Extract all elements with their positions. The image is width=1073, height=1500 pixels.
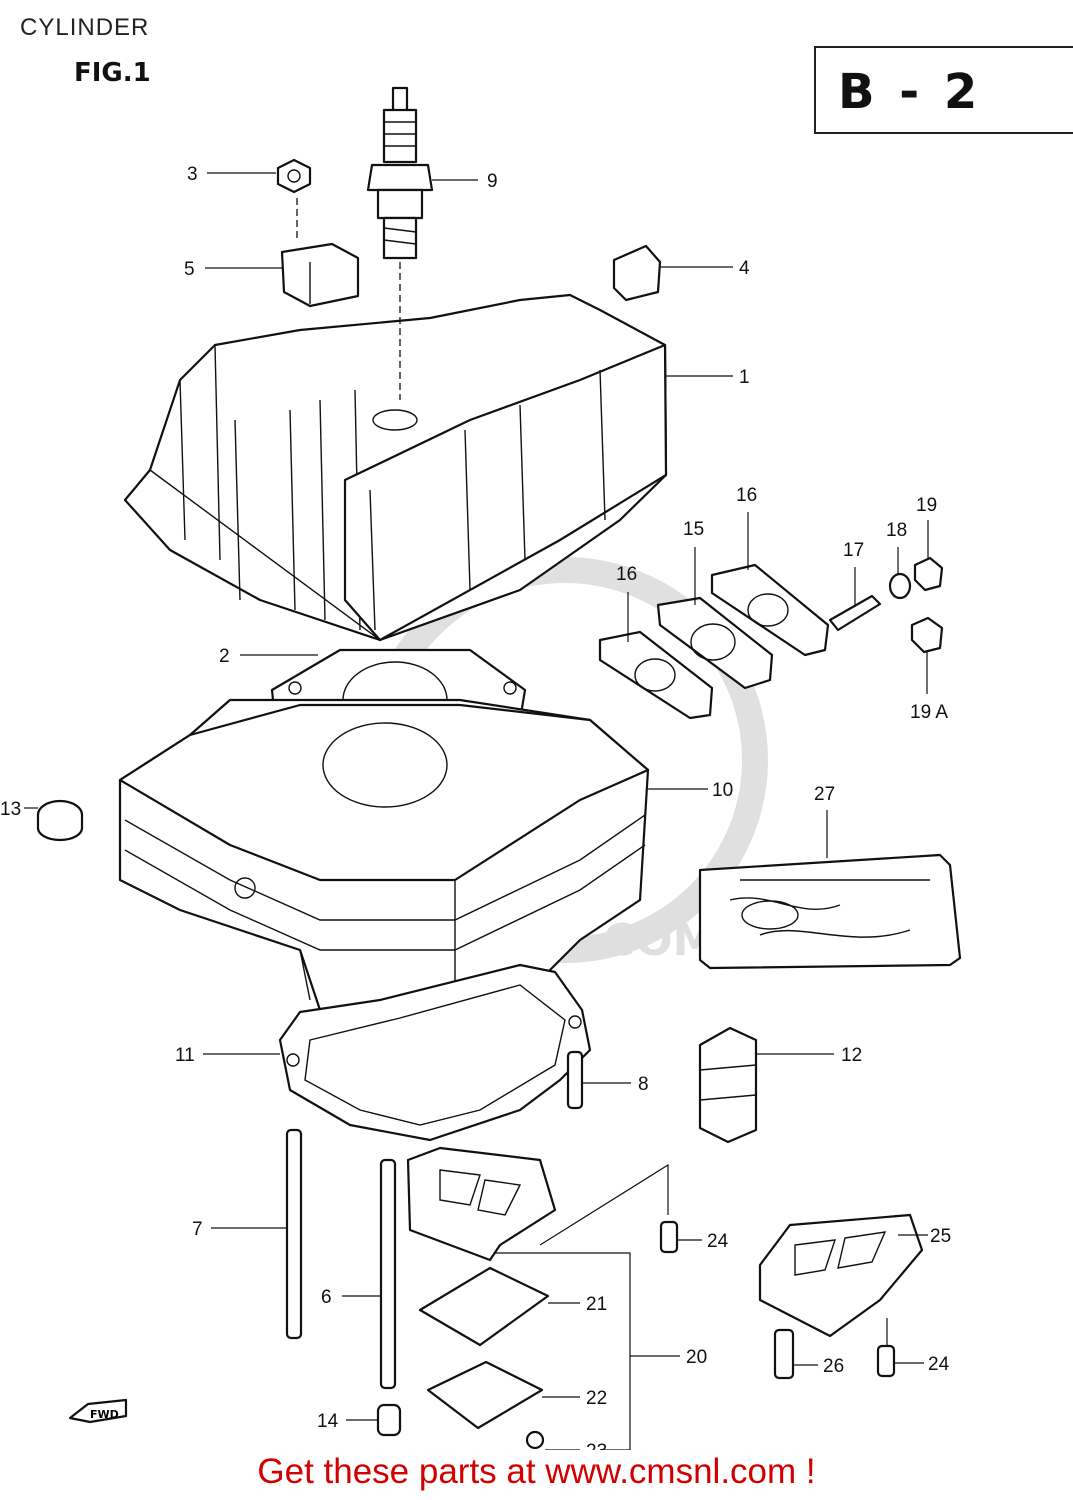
dowel-14[interactable] bbox=[376, 1403, 402, 1437]
leader-lines bbox=[24, 172, 929, 1450]
callout-24a[interactable]: 24 bbox=[707, 1231, 729, 1252]
damper-12[interactable] bbox=[698, 1026, 758, 1144]
insulator-15[interactable] bbox=[656, 596, 774, 690]
cap-nut[interactable] bbox=[276, 158, 312, 194]
callout-14[interactable]: 14 bbox=[317, 1411, 339, 1432]
callout-24b[interactable]: 24 bbox=[928, 1354, 950, 1375]
callout-22[interactable]: 22 bbox=[586, 1388, 607, 1409]
screw-23[interactable] bbox=[525, 1430, 545, 1450]
callout-27[interactable]: 27 bbox=[814, 784, 835, 805]
callout-12[interactable]: 12 bbox=[841, 1045, 862, 1066]
gasket-set[interactable] bbox=[698, 853, 962, 970]
callout-15[interactable]: 15 bbox=[683, 519, 704, 540]
section-badge: B - 2 bbox=[814, 46, 1073, 134]
callout-20[interactable]: 20 bbox=[686, 1347, 707, 1368]
cylinder[interactable] bbox=[118, 698, 650, 1017]
callout-19[interactable]: 19 bbox=[916, 495, 937, 516]
bolt-24b[interactable] bbox=[876, 1344, 896, 1378]
callout-10[interactable]: 10 bbox=[712, 780, 733, 801]
footer-link[interactable]: Get these parts at www.cmsnl.com ! bbox=[257, 1452, 816, 1491]
callout-4[interactable]: 4 bbox=[739, 258, 750, 279]
fwd-arrow-icon: FWD bbox=[68, 1398, 128, 1424]
callout-7[interactable]: 7 bbox=[192, 1219, 203, 1240]
stud-7[interactable] bbox=[285, 1128, 303, 1340]
stud-17[interactable] bbox=[828, 594, 882, 632]
callout-26[interactable]: 26 bbox=[823, 1356, 844, 1377]
cylinder-head[interactable] bbox=[123, 293, 668, 642]
intake-gasket-16b[interactable] bbox=[710, 563, 830, 657]
callout-1[interactable]: 1 bbox=[739, 367, 750, 388]
callout-13[interactable]: 13 bbox=[0, 799, 21, 820]
callout-9[interactable]: 9 bbox=[487, 171, 498, 192]
figure-label: FIG.1 bbox=[74, 58, 151, 88]
callout-18[interactable]: 18 bbox=[886, 520, 907, 541]
bolt-24a[interactable] bbox=[659, 1220, 679, 1254]
rubber-cap-2[interactable] bbox=[612, 244, 662, 302]
reed-plate-21[interactable] bbox=[418, 1266, 550, 1347]
intake-gasket-16a[interactable] bbox=[598, 630, 714, 720]
callout-25[interactable]: 25 bbox=[930, 1226, 951, 1247]
nut-19a[interactable] bbox=[910, 616, 944, 654]
callout-16b[interactable]: 16 bbox=[736, 485, 757, 506]
callout-16a[interactable]: 16 bbox=[616, 564, 637, 585]
callout-5[interactable]: 5 bbox=[184, 259, 195, 280]
callout-19a[interactable]: 19 A bbox=[910, 702, 948, 723]
exploded-diagram: CMSNL.COM bbox=[0, 86, 962, 1450]
plug-cap[interactable] bbox=[36, 799, 84, 842]
callout-3[interactable]: 3 bbox=[187, 164, 198, 185]
reed-valve-25[interactable] bbox=[758, 1213, 924, 1338]
reed-valve-20[interactable] bbox=[406, 1146, 557, 1262]
callout-17[interactable]: 17 bbox=[843, 540, 864, 561]
spark-plug[interactable] bbox=[366, 86, 434, 260]
fwd-label: FWD bbox=[90, 1408, 119, 1421]
nut-19[interactable] bbox=[913, 556, 944, 592]
reed-stopper-22[interactable] bbox=[426, 1360, 544, 1430]
callout-23[interactable]: 23 bbox=[586, 1441, 607, 1450]
washer-18[interactable] bbox=[888, 572, 912, 600]
rubber-cap[interactable] bbox=[280, 242, 360, 308]
page-title: CYLINDER bbox=[20, 14, 150, 41]
callout-8[interactable]: 8 bbox=[638, 1074, 649, 1095]
base-gasket[interactable] bbox=[278, 963, 592, 1142]
callout-11[interactable]: 11 bbox=[175, 1045, 195, 1066]
bolt-26[interactable] bbox=[773, 1328, 795, 1380]
callout-2[interactable]: 2 bbox=[219, 646, 230, 667]
callout-21[interactable]: 21 bbox=[586, 1294, 607, 1315]
stud-8[interactable] bbox=[566, 1050, 584, 1110]
callout-labels: 3 9 5 4 1 2 10 13 27 16 15 16 17 18 19 1… bbox=[0, 164, 951, 1450]
callout-6[interactable]: 6 bbox=[321, 1287, 332, 1308]
stud-6[interactable] bbox=[379, 1158, 397, 1390]
